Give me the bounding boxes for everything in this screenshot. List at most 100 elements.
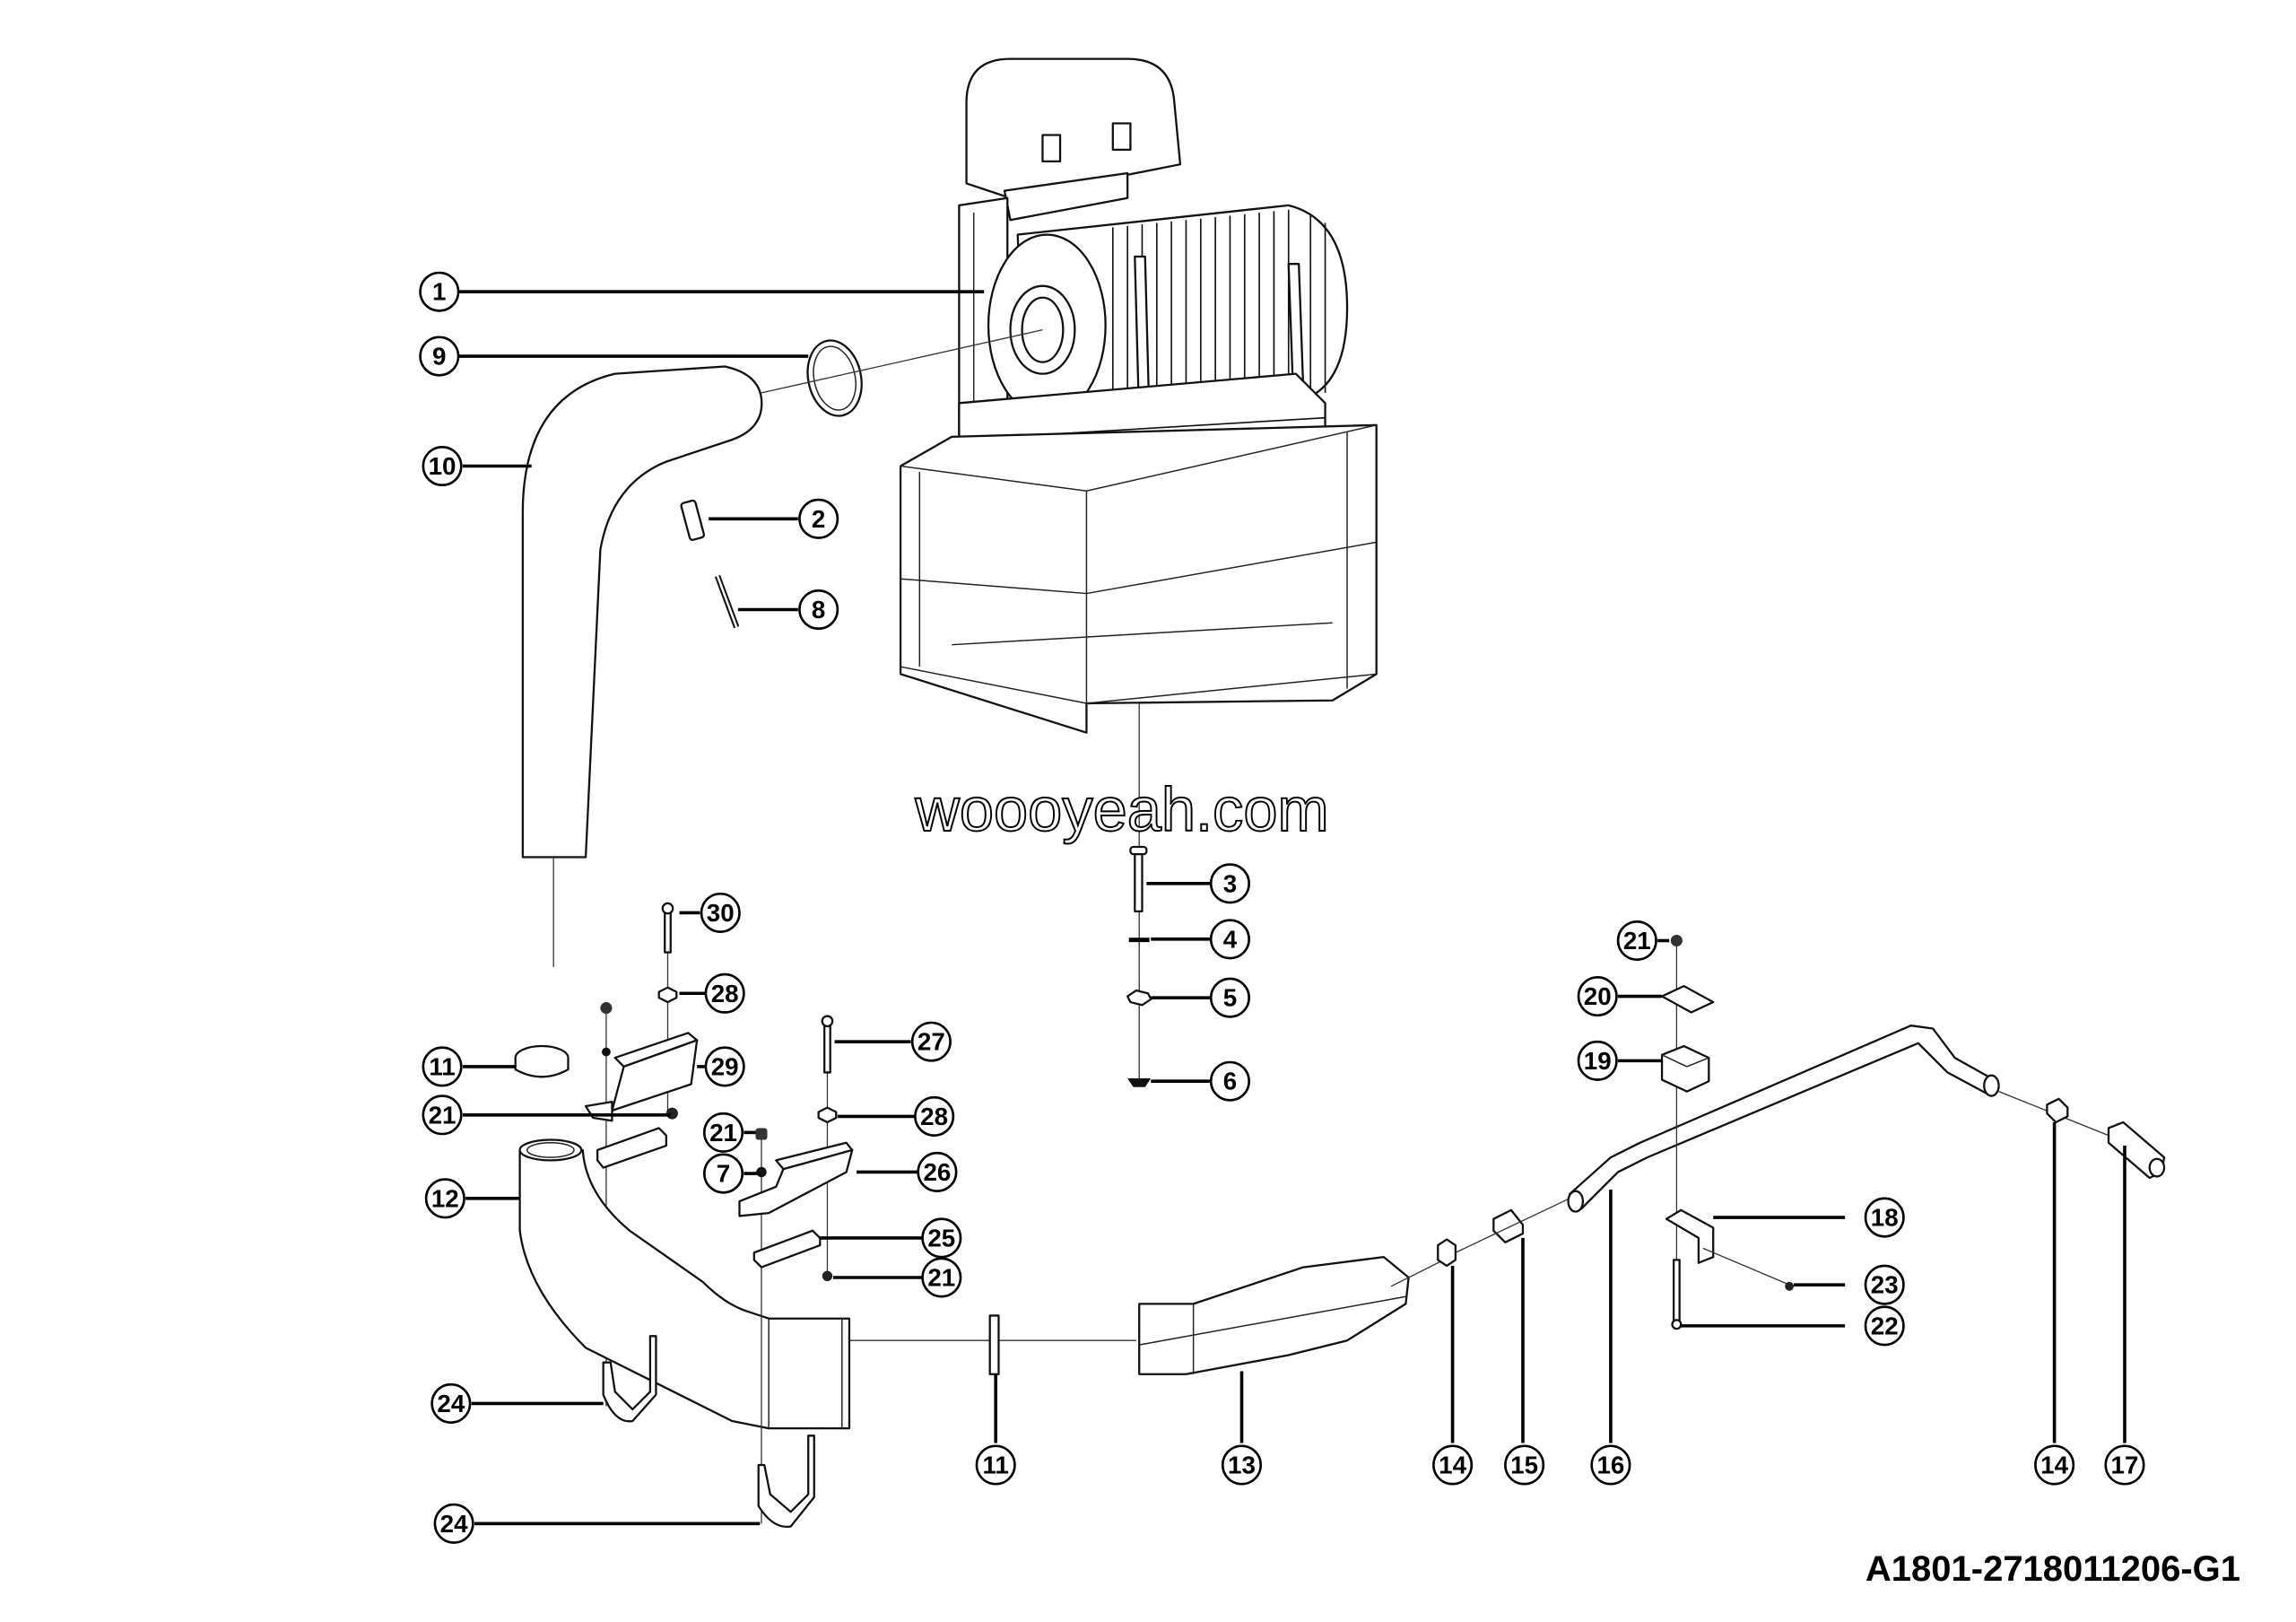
svg-text:12: 12	[431, 1184, 459, 1212]
leader-lines	[458, 290, 2126, 1526]
callout-17[interactable]: 17	[2104, 1444, 2145, 1486]
intake-pipe-12[interactable]	[518, 1138, 851, 1430]
fitting-15[interactable]	[1492, 1208, 1525, 1243]
clamp-cover-20[interactable]	[1660, 984, 1715, 1014]
svg-text:7: 7	[717, 1160, 730, 1188]
nut-21-top[interactable]	[600, 1002, 613, 1015]
nut-6[interactable]	[1127, 1077, 1152, 1087]
svg-text:30: 30	[707, 899, 735, 927]
callout-8[interactable]: 8	[798, 589, 839, 631]
callout-12[interactable]: 12	[424, 1178, 465, 1219]
callout-30[interactable]: 30	[700, 892, 741, 933]
svg-text:19: 19	[1584, 1047, 1612, 1075]
callout-14b[interactable]: 14	[2034, 1444, 2075, 1486]
svg-text:14: 14	[1439, 1451, 1466, 1478]
nut-21b[interactable]	[755, 1128, 768, 1140]
svg-text:23: 23	[1871, 1271, 1899, 1299]
watermark: woooyeah.com	[914, 775, 1328, 844]
callout-2[interactable]: 2	[798, 498, 839, 539]
callout-16[interactable]: 16	[1590, 1444, 1631, 1486]
callout-7[interactable]: 7	[703, 1153, 744, 1194]
washer-28a[interactable]	[657, 986, 678, 1004]
callout-11b[interactable]: 11	[975, 1444, 1016, 1486]
tube-clamp-block-19[interactable]	[1660, 1044, 1710, 1093]
nut-14a[interactable]	[1437, 1238, 1457, 1268]
tube-16[interactable]	[1567, 1025, 2000, 1213]
svg-text:21: 21	[709, 1119, 737, 1147]
svg-text:10: 10	[429, 452, 457, 480]
callout-10[interactable]: 10	[422, 445, 463, 487]
svg-text:11: 11	[983, 1451, 1009, 1478]
callout-1[interactable]: 1	[419, 271, 460, 312]
callout-24a[interactable]: 24	[430, 1382, 472, 1424]
callout-15[interactable]: 15	[1504, 1444, 1545, 1486]
bolt-22[interactable]	[1671, 1259, 1683, 1330]
callout-25[interactable]: 25	[921, 1217, 962, 1259]
svg-text:5: 5	[1223, 984, 1237, 1012]
pin-8[interactable]	[714, 574, 740, 629]
callout-21a[interactable]: 21	[422, 1094, 463, 1136]
callout-23[interactable]: 23	[1864, 1264, 1905, 1305]
plate-below-29[interactable]	[596, 1127, 667, 1169]
svg-text:8: 8	[812, 596, 825, 624]
callout-28a[interactable]: 28	[704, 972, 745, 1014]
bracket-18[interactable]	[1665, 1208, 1715, 1264]
drawing-number: A1801-2718011206-G1	[1865, 1549, 2240, 1589]
bracket-26[interactable]	[738, 1141, 854, 1217]
svg-text:25: 25	[927, 1224, 955, 1251]
hose-clamp-11b[interactable]	[988, 1314, 1000, 1375]
callout-11a[interactable]: 11	[422, 1046, 463, 1087]
svg-text:15: 15	[1510, 1451, 1538, 1478]
svg-text:13: 13	[1228, 1451, 1256, 1478]
u-bolt-24a[interactable]	[602, 1335, 657, 1423]
callout-21d[interactable]: 21	[1616, 920, 1657, 962]
nut-21c[interactable]	[822, 1270, 833, 1282]
callout-20[interactable]: 20	[1577, 976, 1618, 1017]
svg-text:24: 24	[437, 1390, 465, 1417]
clamp-ring-9[interactable]	[801, 336, 868, 421]
bolt-30[interactable]	[661, 902, 674, 954]
sensor-fitting-2[interactable]	[680, 499, 706, 541]
hose-clamp-11a[interactable]	[514, 1044, 570, 1078]
nut-23[interactable]	[1785, 1281, 1794, 1291]
callout-19[interactable]: 19	[1577, 1040, 1618, 1081]
callout-14a[interactable]: 14	[1432, 1444, 1474, 1486]
callout-18[interactable]: 18	[1864, 1197, 1905, 1238]
callout-5[interactable]: 5	[1209, 977, 1250, 1018]
bolt-3[interactable]	[1129, 845, 1148, 912]
callout-6[interactable]: 6	[1209, 1060, 1250, 1102]
air-filter-assembly[interactable]	[899, 57, 1378, 734]
callout-3[interactable]: 3	[1209, 863, 1250, 904]
callout-21b[interactable]: 21	[703, 1112, 744, 1153]
svg-text:11: 11	[429, 1052, 455, 1080]
bracket-29[interactable]	[584, 1032, 699, 1122]
connector-17[interactable]	[2107, 1121, 2166, 1180]
svg-text:4: 4	[1223, 925, 1238, 953]
callout-22[interactable]: 22	[1864, 1305, 1905, 1347]
spring-washer-5[interactable]	[1126, 989, 1152, 1007]
callout-27[interactable]: 27	[910, 1021, 952, 1062]
nut-14b[interactable]	[2046, 1097, 2069, 1124]
nut-21d[interactable]	[1670, 934, 1683, 947]
washer-7[interactable]	[756, 1166, 767, 1178]
bolt-27[interactable]	[821, 1015, 834, 1074]
callout-9[interactable]: 9	[419, 336, 460, 377]
callout-29[interactable]: 29	[704, 1046, 745, 1087]
clamp-plate-25[interactable]	[752, 1229, 822, 1269]
u-bolt-24b[interactable]	[757, 1435, 815, 1529]
svg-text:3: 3	[1223, 869, 1237, 897]
callout-28b[interactable]: 28	[914, 1095, 955, 1137]
callout-4[interactable]: 4	[1209, 919, 1250, 960]
callout-21c[interactable]: 21	[921, 1257, 962, 1298]
nut-21-small[interactable]	[602, 1047, 611, 1057]
callout-13[interactable]: 13	[1221, 1444, 1263, 1486]
intake-hose-elbow-10[interactable]	[521, 365, 763, 859]
svg-text:28: 28	[711, 980, 739, 1007]
washer-28b[interactable]	[817, 1106, 838, 1124]
callout-26[interactable]: 26	[917, 1151, 958, 1192]
callout-24b[interactable]: 24	[433, 1503, 474, 1544]
washer-4[interactable]	[1128, 937, 1150, 943]
rubber-hose-13[interactable]	[1138, 1256, 1410, 1375]
svg-text:27: 27	[918, 1028, 945, 1056]
